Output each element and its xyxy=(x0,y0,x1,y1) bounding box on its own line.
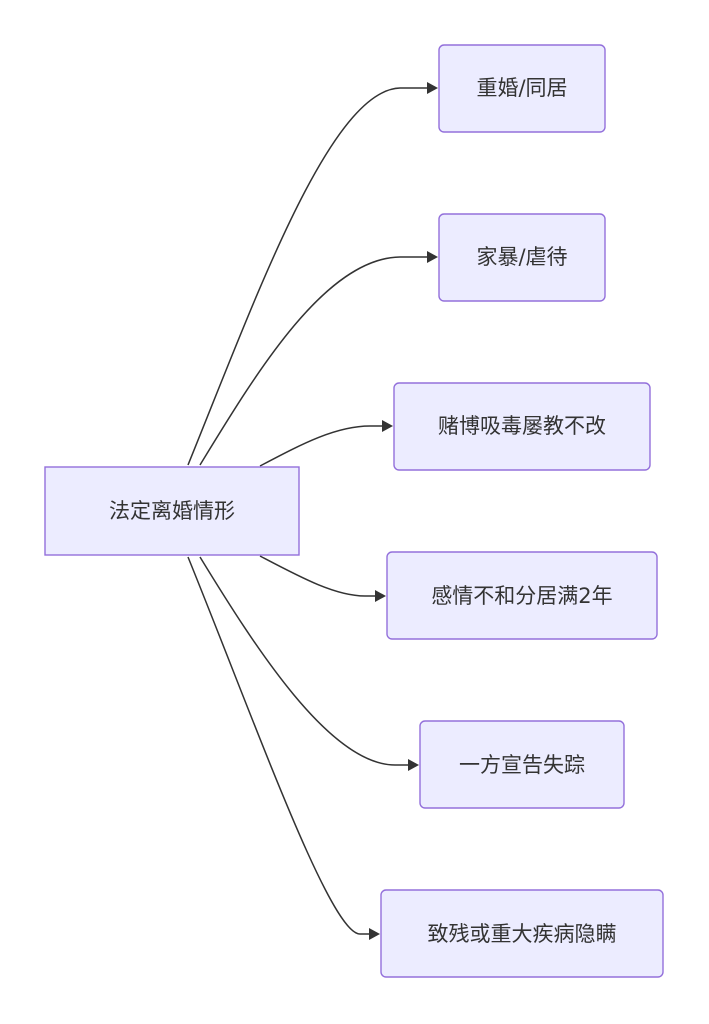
node-missing: 一方宣告失踪 xyxy=(419,720,625,809)
node-addiction-label: 赌博吸毒屡教不改 xyxy=(438,414,606,438)
edge-root-to-missing xyxy=(199,556,419,771)
node-bigamy: 重婚/同居 xyxy=(438,44,606,133)
edge-root-to-disability xyxy=(187,556,380,940)
edge-root-to-addiction xyxy=(259,420,393,467)
node-disability-label: 致残或重大疾病隐瞒 xyxy=(428,922,617,946)
edge-root-to-violence xyxy=(199,251,438,466)
edge-root-to-separation xyxy=(259,555,386,602)
node-missing-label: 一方宣告失踪 xyxy=(459,753,585,777)
node-disability: 致残或重大疾病隐瞒 xyxy=(380,889,664,978)
node-bigamy-label: 重婚/同居 xyxy=(476,76,567,100)
node-separation-label: 感情不和分居满2年 xyxy=(431,584,612,608)
node-addiction: 赌博吸毒屡教不改 xyxy=(393,382,651,471)
node-root-label: 法定离婚情形 xyxy=(109,499,235,523)
node-violence: 家暴/虐待 xyxy=(438,213,606,302)
node-violence-label: 家暴/虐待 xyxy=(476,245,567,269)
edge-root-to-bigamy xyxy=(187,82,438,466)
node-separation: 感情不和分居满2年 xyxy=(386,551,658,640)
node-root: 法定离婚情形 xyxy=(44,466,300,556)
